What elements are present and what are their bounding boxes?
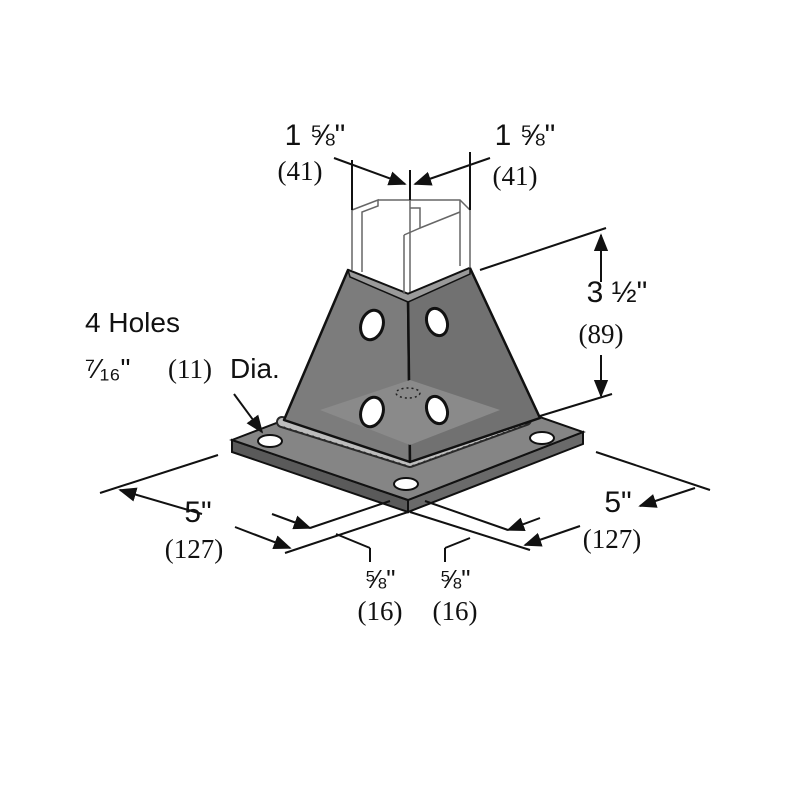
wall-holes [359,306,450,429]
plate-hole-right [529,431,555,445]
holes-dia-label: Dia. [230,353,280,384]
base-right-imperial: 5" [604,486,631,519]
top-left-metric: (41) [278,156,323,186]
holes-count-label: 4 Holes [85,307,180,338]
offset-left-imperial: ⅝" [365,564,396,594]
wall-hole-2 [424,306,450,338]
height-metric: (89) [579,319,624,349]
holes-size-metric: (11) [168,354,212,384]
dimension-labels: 1 ⅝" (41) 1 ⅝" (41) 3 ½" (89) 4 Holes ⁷⁄… [85,119,647,626]
offset-right-imperial: ⅝" [440,564,471,594]
wall-hole-4 [424,394,450,426]
plate-holes [257,431,555,491]
offset-left-metric: (16) [358,596,403,626]
base-left-metric: (127) [165,534,223,564]
dimension-lines [99,152,711,562]
top-right-imperial: 1 ⅝" [495,119,556,152]
plate-hole-front [393,477,419,491]
wall-hole-3 [359,395,385,429]
top-right-metric: (41) [493,161,538,191]
height-imperial: 3 ½" [587,276,648,309]
top-left-imperial: 1 ⅝" [285,119,346,152]
holes-size-imperial: ⁷⁄₁₆" [85,353,131,384]
wall-hole-1 [359,308,385,342]
plate-hole-left [257,434,283,448]
offset-right-metric: (16) [433,596,478,626]
channel-outline [351,198,471,294]
base-left-imperial: 5" [184,496,211,529]
base-right-metric: (127) [583,524,641,554]
